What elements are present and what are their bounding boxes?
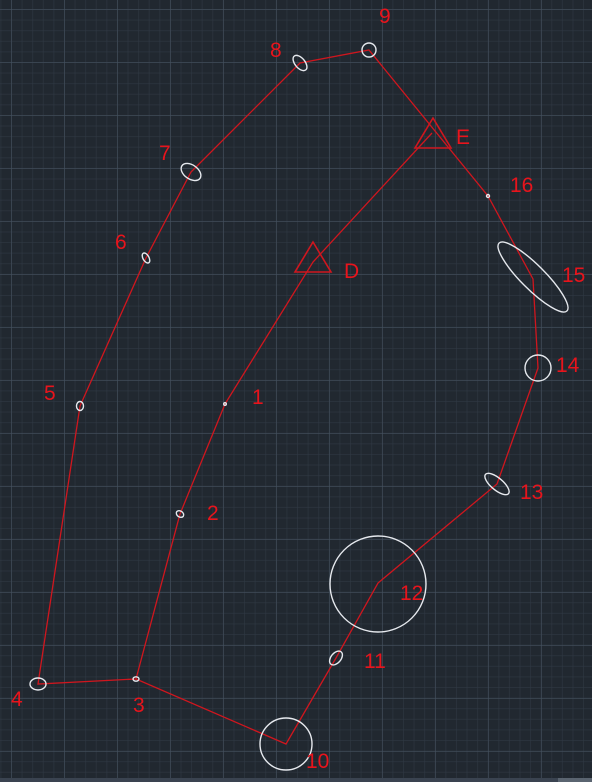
- station-e-triangle[interactable]: [413, 116, 453, 149]
- point-label-5: 5: [44, 382, 56, 405]
- point-1-marker[interactable]: [222, 402, 227, 407]
- point-4-marker[interactable]: [29, 677, 47, 691]
- point-14-marker[interactable]: [524, 354, 552, 382]
- point-label-4: 4: [11, 688, 23, 711]
- point-9-marker[interactable]: [361, 42, 377, 58]
- station-d-triangle[interactable]: [293, 240, 333, 273]
- point-label-14: 14: [556, 354, 580, 377]
- point-12-marker[interactable]: [329, 535, 427, 633]
- point-label-12: 12: [400, 582, 423, 605]
- point-label-7: 7: [159, 142, 171, 165]
- point-3-marker[interactable]: [132, 676, 140, 682]
- point-label-11: 11: [364, 650, 386, 673]
- point-15-marker[interactable]: [491, 235, 576, 320]
- status-bar: [0, 778, 592, 782]
- point-5-marker[interactable]: [75, 400, 85, 412]
- point-label-16: 16: [510, 174, 533, 197]
- point-8-marker[interactable]: [290, 53, 309, 73]
- point-label-10: 10: [306, 750, 329, 773]
- point-label-8: 8: [270, 39, 282, 62]
- point-10-marker[interactable]: [259, 717, 313, 771]
- point-label-13: 13: [520, 481, 543, 504]
- point-7-marker[interactable]: [178, 160, 204, 184]
- point-label-1: 1: [252, 386, 264, 409]
- status-bar-indicator: [558, 778, 592, 782]
- station-link-line: [224, 132, 433, 405]
- point-16-marker[interactable]: [485, 193, 491, 199]
- point-11-marker[interactable]: [327, 649, 345, 668]
- traverse-line: [37, 49, 539, 745]
- station-label-d: D: [344, 260, 359, 283]
- point-label-3: 3: [133, 694, 145, 717]
- point-label-9: 9: [379, 5, 391, 28]
- point-label-2: 2: [207, 502, 219, 525]
- point-2-marker[interactable]: [175, 509, 185, 519]
- point-label-6: 6: [115, 231, 127, 254]
- station-label-e: E: [456, 126, 470, 149]
- point-13-marker[interactable]: [482, 470, 513, 498]
- point-label-15: 15: [562, 264, 585, 287]
- point-6-marker[interactable]: [141, 252, 152, 265]
